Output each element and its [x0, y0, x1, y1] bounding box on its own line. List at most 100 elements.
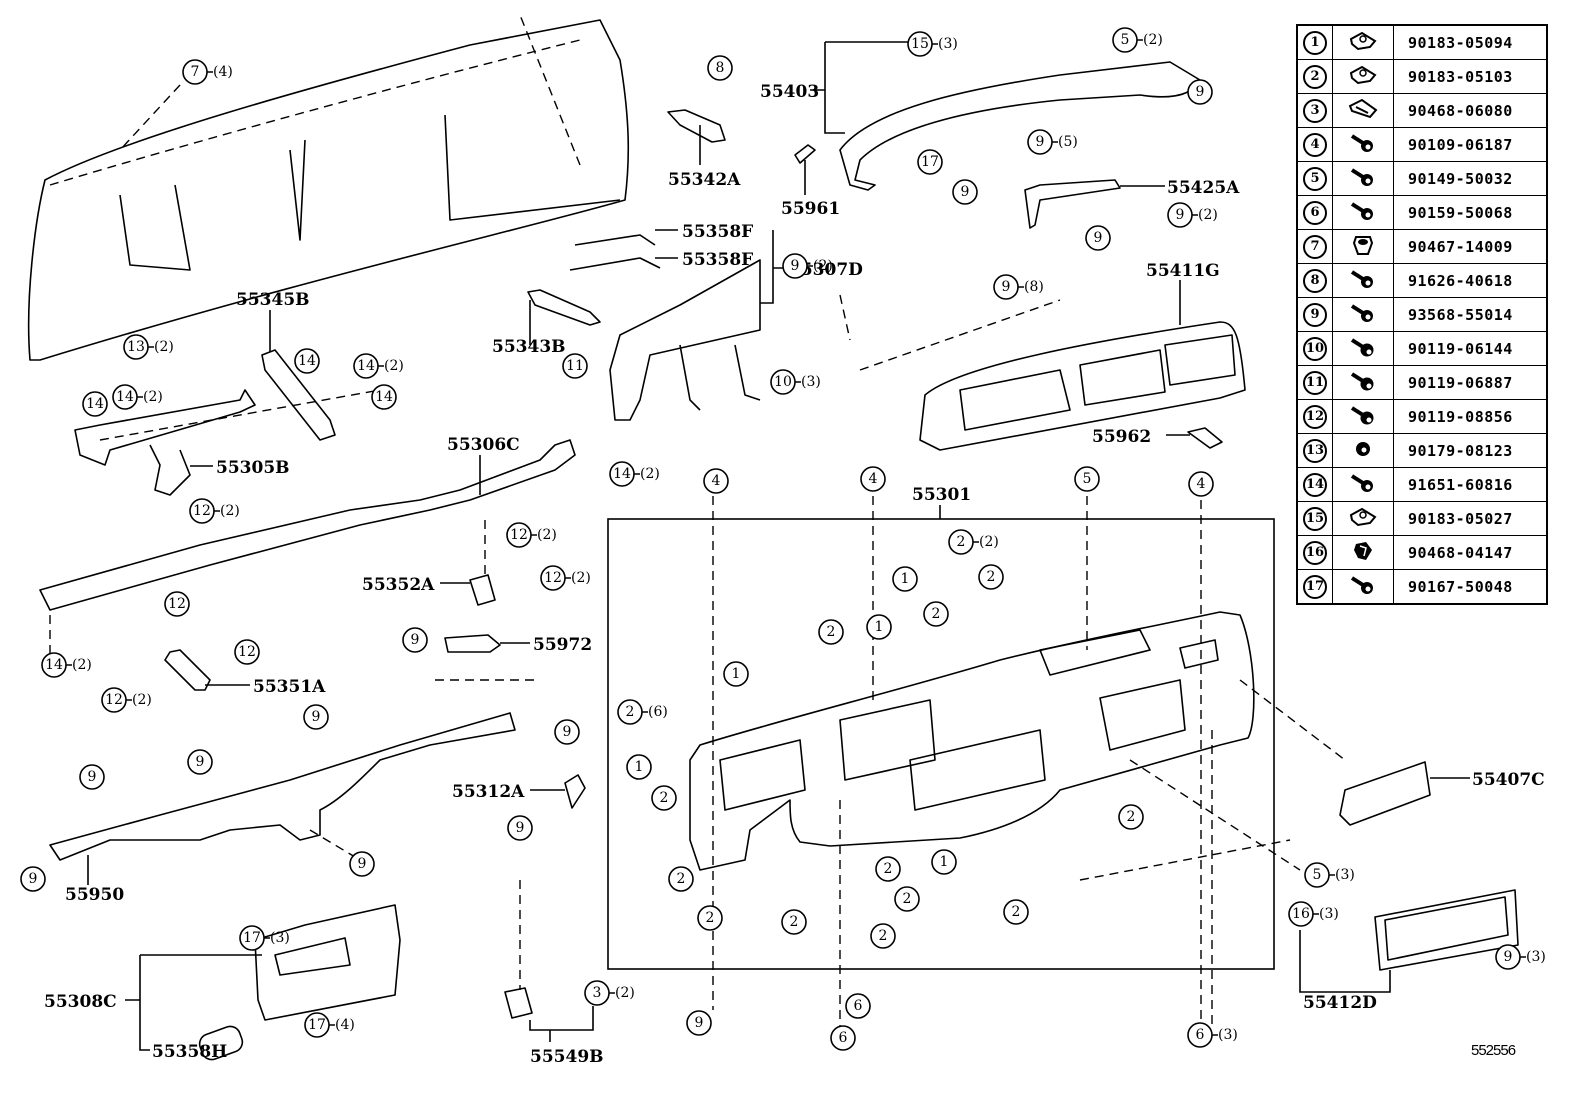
reinforcement-55306C[interactable]	[39, 439, 576, 611]
duct-55972[interactable]	[444, 634, 501, 653]
callout-2[interactable]: 2	[668, 866, 694, 892]
gasket-55358H[interactable]	[197, 1024, 245, 1063]
ref-part-number[interactable]: 90467-14009	[1393, 229, 1548, 264]
callout-10[interactable]: 10(3)	[770, 369, 821, 395]
callout-9[interactable]: 9	[952, 179, 978, 205]
part-label[interactable]: 55358F	[682, 222, 753, 242]
callout-2[interactable]: 2	[1118, 804, 1144, 830]
part-label[interactable]: 55407C	[1472, 770, 1545, 790]
part-label[interactable]: 55962	[1092, 427, 1151, 447]
callout-12[interactable]: 12(2)	[506, 522, 557, 548]
ref-part-number[interactable]: 91626-40618	[1393, 263, 1548, 298]
vent-55962[interactable]	[1187, 427, 1223, 449]
callout-4[interactable]: 4	[703, 468, 729, 494]
part-55961[interactable]	[794, 144, 816, 164]
ref-part-number[interactable]: 93568-55014	[1393, 297, 1548, 332]
callout-9[interactable]: 9	[507, 815, 533, 841]
callout-14[interactable]: 14(2)	[112, 384, 163, 410]
callout-14[interactable]: 14	[371, 384, 397, 410]
brace-55358F-upper[interactable]	[574, 234, 656, 246]
part-label[interactable]: 55308C	[44, 992, 117, 1012]
callout-3[interactable]: 3(2)	[584, 980, 635, 1006]
callout-2[interactable]: 2	[651, 785, 677, 811]
callout-17[interactable]: 17(4)	[304, 1012, 355, 1038]
ref-part-number[interactable]: 90119-06144	[1393, 331, 1548, 366]
part-label[interactable]: 55352A	[362, 575, 435, 595]
callout-4[interactable]: 4	[860, 466, 886, 492]
bracket-55342A[interactable]	[667, 109, 726, 143]
callout-1[interactable]: 1	[723, 661, 749, 687]
part-label[interactable]: 55358H	[152, 1042, 227, 1062]
callout-9[interactable]: 9	[187, 749, 213, 775]
cover-55549B[interactable]	[504, 987, 533, 1019]
callout-1[interactable]: 1	[931, 849, 957, 875]
callout-5[interactable]: 5(2)	[1112, 27, 1163, 53]
part-label[interactable]: 55403	[760, 82, 819, 102]
part-label[interactable]: 55358F	[682, 250, 753, 270]
ref-part-number[interactable]: 90183-05027	[1393, 501, 1548, 536]
part-label[interactable]: 55961	[781, 199, 840, 219]
ref-part-number[interactable]: 90167-50048	[1393, 569, 1548, 605]
callout-1[interactable]: 1	[626, 754, 652, 780]
clip-55312A[interactable]	[564, 774, 586, 809]
callout-12[interactable]: 12(2)	[101, 687, 152, 713]
part-label[interactable]: 55312A	[452, 782, 525, 802]
cluster-finish-55411G[interactable]	[919, 321, 1246, 451]
callout-9[interactable]: 9	[1187, 79, 1213, 105]
brace-55345B[interactable]	[261, 349, 336, 441]
callout-2[interactable]: 2	[697, 905, 723, 931]
callout-2[interactable]: 2	[818, 619, 844, 645]
callout-5[interactable]: 5(3)	[1304, 862, 1355, 888]
callout-9[interactable]: 9	[686, 1010, 712, 1036]
callout-9[interactable]: 9(2)	[1167, 202, 1218, 228]
callout-14[interactable]: 14(2)	[609, 461, 660, 487]
callout-9[interactable]: 9	[20, 866, 46, 892]
callout-12[interactable]: 12	[234, 639, 260, 665]
bracket-55425A[interactable]	[1024, 179, 1121, 229]
ref-part-number[interactable]: 90468-04147	[1393, 535, 1548, 570]
part-label[interactable]: 55411G	[1146, 261, 1220, 281]
callout-2[interactable]: 2	[978, 564, 1004, 590]
part-label[interactable]: 55306C	[447, 435, 520, 455]
ref-part-number[interactable]: 90468-06080	[1393, 93, 1548, 128]
callout-8[interactable]: 8	[707, 55, 733, 81]
part-label[interactable]: 55342A	[668, 170, 741, 190]
callout-7[interactable]: 7(4)	[182, 59, 233, 85]
callout-9[interactable]: 9	[79, 764, 105, 790]
callout-6[interactable]: 6(3)	[1187, 1022, 1238, 1048]
callout-4[interactable]: 4	[1188, 471, 1214, 497]
ref-part-number[interactable]: 90183-05094	[1393, 24, 1548, 60]
ref-part-number[interactable]: 90183-05103	[1393, 59, 1548, 94]
callout-9[interactable]: 9	[349, 851, 375, 877]
callout-13[interactable]: 13(2)	[123, 334, 174, 360]
upper-panel-part[interactable]	[27, 19, 630, 361]
callout-9[interactable]: 9	[303, 704, 329, 730]
bracket-55343B[interactable]	[527, 289, 601, 326]
ref-part-number[interactable]: 90159-50068	[1393, 195, 1548, 230]
callout-15[interactable]: 15(3)	[907, 31, 958, 57]
callout-9[interactable]: 9(2)	[782, 253, 833, 279]
callout-12[interactable]: 12(2)	[189, 498, 240, 524]
callout-9[interactable]: 9	[1085, 225, 1111, 251]
part-label[interactable]: 55972	[533, 635, 592, 655]
ref-part-number[interactable]: 90119-06887	[1393, 365, 1548, 400]
callout-14[interactable]: 14(2)	[41, 652, 92, 678]
reinforcement-55307D[interactable]	[609, 259, 761, 421]
part-label[interactable]: 55950	[65, 885, 124, 905]
callout-5[interactable]: 5	[1074, 466, 1100, 492]
callout-2[interactable]: 2(2)	[948, 529, 999, 555]
brace-55305B[interactable]	[74, 389, 256, 496]
ref-part-number[interactable]: 90149-50032	[1393, 161, 1548, 196]
callout-16[interactable]: 16(3)	[1288, 901, 1339, 927]
duct-55950[interactable]	[49, 712, 516, 861]
callout-9[interactable]: 9	[402, 627, 428, 653]
callout-2[interactable]: 2	[923, 601, 949, 627]
part-label[interactable]: 55343B	[492, 337, 566, 357]
bracket-55352A[interactable]	[469, 574, 496, 606]
callout-14[interactable]: 14	[82, 391, 108, 417]
part-label[interactable]: 55351A	[253, 677, 326, 697]
part-label[interactable]: 55345B	[236, 290, 310, 310]
callout-2[interactable]: 2	[781, 909, 807, 935]
callout-14[interactable]: 14(2)	[353, 353, 404, 379]
instrument-panel-part[interactable]	[689, 611, 1255, 871]
